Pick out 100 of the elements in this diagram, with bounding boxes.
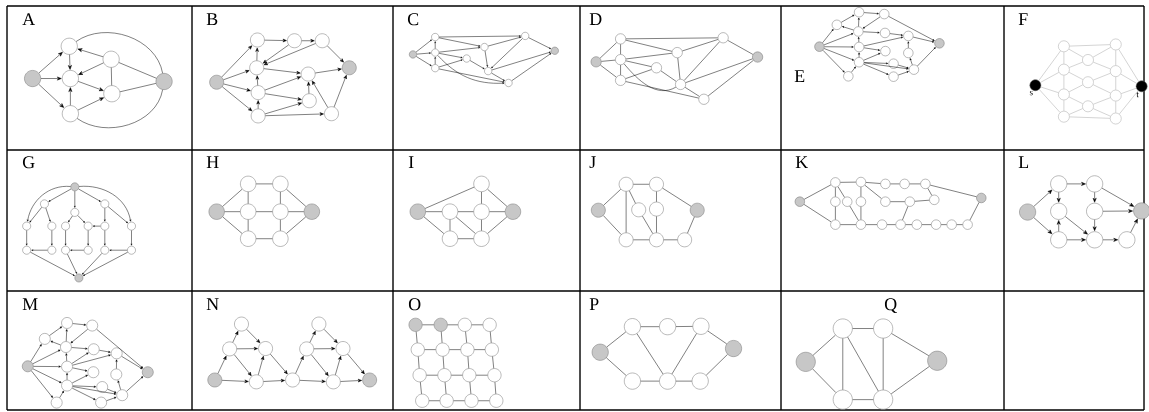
arrow [264,38,287,43]
graph-node [855,196,866,207]
arrow [913,36,935,43]
arrow [78,188,101,202]
graph-node [482,317,497,332]
arrow [49,326,63,336]
arrow [68,215,73,223]
graph-node [110,368,123,381]
arrow [889,33,903,36]
graph-node [299,341,314,357]
arrow [222,86,253,112]
graph-node [408,317,423,332]
arrow [68,87,73,106]
arrow [68,54,72,70]
graph-node [832,389,853,410]
graph-node [631,202,646,218]
arrow [38,52,63,74]
graph-node [624,318,641,336]
graph-node [314,33,330,49]
arrow [822,29,834,43]
graph-node [110,347,123,360]
arrow [434,56,436,65]
arrow [223,70,250,80]
panel-letter: O [408,298,421,311]
arrow [246,329,261,344]
graph-node [86,319,99,332]
graph-node [250,85,266,100]
arrow [907,41,910,49]
arrow [92,225,101,227]
graph-node [311,316,327,332]
panel-letter: K [795,156,808,168]
graph-node [1109,38,1122,51]
graph-node [96,381,109,393]
arrow [434,41,436,49]
graph-node [590,56,602,68]
graph-node [61,245,70,255]
arrow [917,47,936,67]
arrow [64,230,67,246]
graph-node [335,341,351,356]
arrow [29,207,42,223]
arrow [31,249,48,251]
arrow [484,50,489,67]
graph-node [615,33,626,45]
arrow [40,76,62,81]
arrow [31,370,53,398]
graph-node [717,32,729,44]
arrow [1102,209,1133,213]
graph-node [473,203,490,220]
graph-node [831,19,842,30]
graph-node [854,42,865,53]
graph-node [300,66,316,82]
arrow [491,38,523,69]
graph-node [1109,89,1122,102]
arrow [65,329,68,342]
arrow [863,62,889,65]
graph-node [692,317,710,335]
arrow [438,35,521,38]
graph-node [100,221,110,231]
graph-node [615,74,626,86]
graph-node [1135,80,1148,93]
arrow [1130,218,1138,233]
graph-node [60,37,78,55]
arrow [70,329,88,344]
arrow [347,353,365,375]
graph-node [142,366,154,379]
graph-node [976,192,987,204]
arrow [1066,237,1086,242]
arrow [863,31,880,34]
graph-node [47,221,57,231]
panel-letter: Q [884,298,897,313]
arrow [415,39,432,53]
panel-letter: D [589,13,602,25]
graph-node [473,175,490,192]
arrow [72,385,96,388]
graph-node [460,342,475,357]
graph-node [1019,203,1036,221]
graph-node [649,177,664,192]
panel-letter: M [22,298,38,310]
graph-node [272,203,289,220]
arrow [1066,182,1086,186]
panel-letter: P [589,298,599,310]
graph-node [899,178,910,189]
graph-node [22,221,31,231]
arrow [265,112,324,116]
arrow [823,48,854,61]
arrow [333,74,347,108]
graph-node [61,105,79,123]
arrow [51,230,53,246]
arrow [301,39,315,43]
arrow [71,347,88,350]
arrow [221,379,249,383]
graph-node [50,396,63,409]
arrow [262,44,289,64]
arrow [99,350,111,353]
arrow [488,36,522,47]
arrow [1102,237,1119,242]
arrow [863,12,879,15]
arrow [842,26,854,31]
graph-node [962,219,973,230]
graph-node [234,316,249,332]
